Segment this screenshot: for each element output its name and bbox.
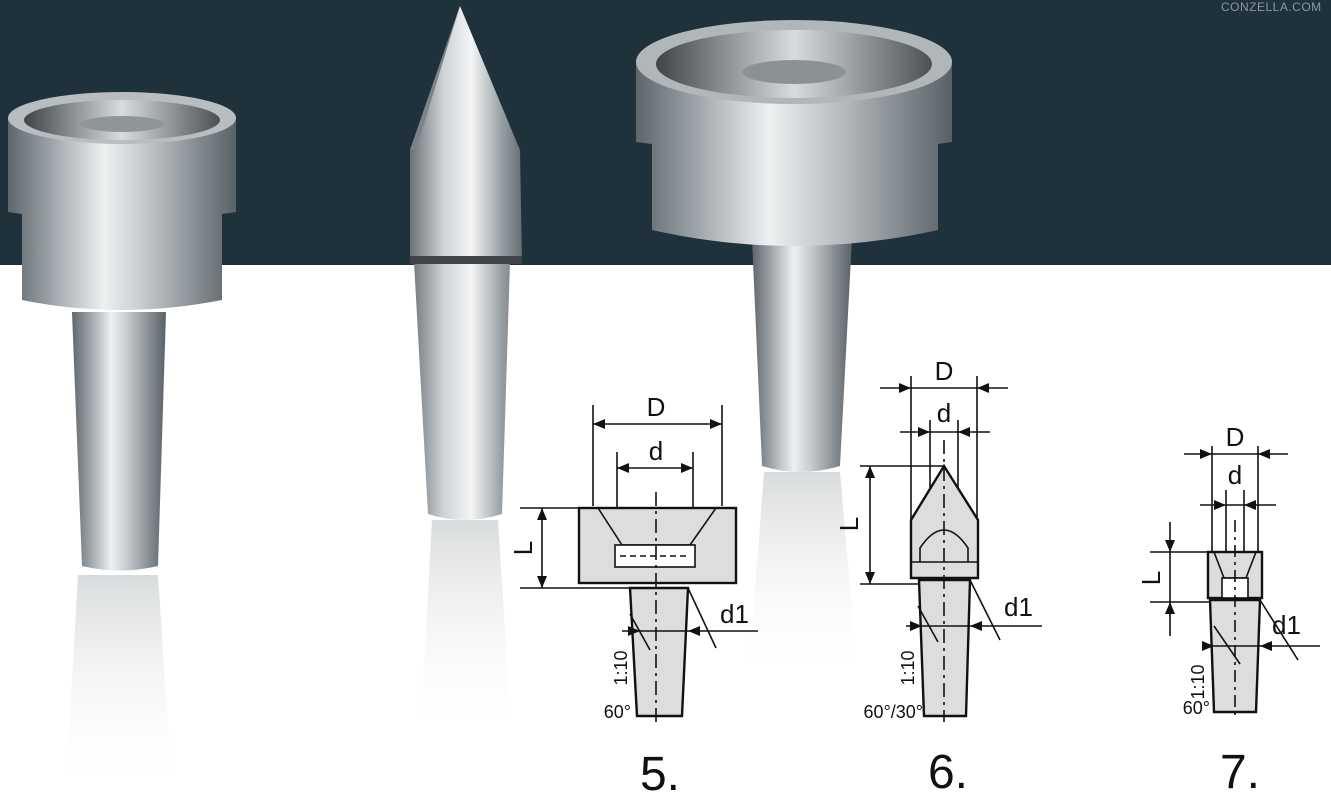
pointed-center-photo: [410, 6, 522, 740]
drawing-6-label-d: d: [937, 398, 951, 428]
cup-center-small-photo: [8, 92, 236, 790]
drawing-5-label-L: L: [508, 541, 538, 555]
drawing-5: [520, 405, 758, 722]
cup-center-large-photo: [636, 20, 952, 680]
drawing-5-label-taper: 1:10: [611, 650, 631, 685]
drawing-7-label-angle: 60°: [1183, 698, 1210, 718]
drawing-7-labels: D d L d1 1:10 60° 7.: [1136, 422, 1301, 799]
drawing-5-label-d: d: [649, 436, 663, 466]
drawing-6-label-angle: 60°/30°: [864, 702, 923, 722]
brand-watermark: CONZELLA.COM: [1221, 0, 1322, 14]
drawing-6-label-d1: d1: [1004, 592, 1033, 622]
drawing-6-labels: D d L d1 1:10 60°/30° 6.: [834, 356, 1033, 799]
drawing-6-label-taper: 1:10: [898, 650, 918, 685]
drawing-7-label-L: L: [1136, 571, 1166, 585]
drawing-7-label-d: d: [1228, 460, 1242, 490]
drawing-5-labels: D d L d1 1:10 60° 5.: [508, 392, 749, 799]
drawing-5-label-D: D: [647, 392, 666, 422]
drawing-7-number: 7.: [1220, 746, 1260, 794]
drawing-5-label-angle: 60°: [604, 702, 631, 722]
drawing-6-label-D: D: [935, 356, 954, 386]
drawing-6: [860, 376, 1042, 722]
drawing-7-label-D: D: [1226, 422, 1245, 452]
drawing-7-label-taper: 1:10: [1188, 664, 1208, 699]
drawing-6-label-L: L: [834, 517, 864, 531]
drawing-5-number: 5.: [640, 748, 680, 794]
drawing-6-number: 6.: [928, 746, 968, 794]
drawing-5-label-d1: d1: [720, 599, 749, 629]
drawing-7-label-d1: d1: [1272, 610, 1301, 640]
drawing-7: [1150, 446, 1320, 718]
